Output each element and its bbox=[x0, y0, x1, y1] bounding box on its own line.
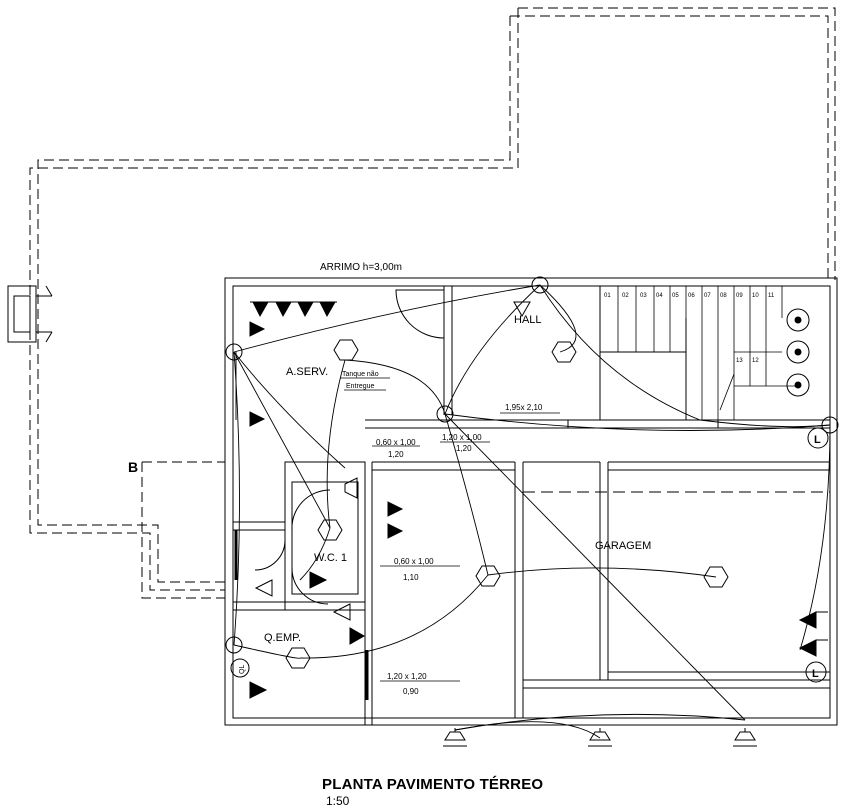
opening-sill-4: 1,10 bbox=[403, 573, 419, 582]
room-label-service: A.SERV. bbox=[286, 366, 328, 378]
stair-step-number: 08 bbox=[720, 293, 727, 299]
room-label-wc: W.C. 1 bbox=[314, 552, 347, 564]
opening-sill-2: 1,20 bbox=[456, 444, 472, 453]
external-box bbox=[7, 285, 53, 343]
stair-step-number: 10 bbox=[752, 293, 759, 299]
garage-dashed bbox=[522, 462, 831, 681]
room-label-hall: HALL bbox=[514, 314, 542, 326]
stair-step-number: 04 bbox=[656, 293, 663, 299]
outlet-hexagons bbox=[285, 339, 729, 669]
door-swings bbox=[254, 289, 445, 605]
opening-sill-1: 1,20 bbox=[388, 450, 404, 459]
drawing-title: PLANTA PAVIMENTO TÉRREO bbox=[322, 776, 544, 793]
opening-size-4: 0,60 x 1,00 bbox=[394, 557, 434, 566]
opening-size-3: 1,95x 2,10 bbox=[505, 403, 543, 412]
stair-step-number: 03 bbox=[640, 293, 647, 299]
stair-step-number: 05 bbox=[672, 293, 679, 299]
switch-circles bbox=[230, 427, 829, 683]
section-mark: B bbox=[128, 459, 138, 475]
room-label-q-emp: Q.EMP. bbox=[264, 632, 301, 644]
stair-treads bbox=[617, 286, 800, 420]
stair-step-number: 06 bbox=[688, 293, 695, 299]
wall-note: ARRIMO h=3,00m bbox=[320, 262, 402, 273]
switch-label-l-1: L bbox=[814, 434, 821, 446]
room-label-garage: GARAGEM bbox=[595, 540, 651, 552]
panel-label: QL bbox=[239, 665, 246, 674]
exterior-lamps bbox=[443, 728, 757, 747]
stair-step-numbers: 01 02 03 04 05 06 07 08 09 10 11 12 13 bbox=[604, 293, 775, 364]
opening-sill-5: 0,90 bbox=[403, 687, 419, 696]
opening-size-5: 1,20 x 1,20 bbox=[387, 672, 427, 681]
stair-step-number: 13 bbox=[736, 358, 743, 364]
wiring bbox=[233, 284, 831, 739]
tanque-note-line1: Tanque não bbox=[342, 371, 379, 378]
tanque-note-line2: Entregue bbox=[346, 383, 375, 390]
drawing-scale: 1:50 bbox=[326, 794, 350, 808]
window-underlines bbox=[340, 377, 560, 682]
stair-step-number: 09 bbox=[736, 293, 743, 299]
switch-triangles bbox=[249, 301, 828, 699]
stair-step-number: 11 bbox=[768, 293, 775, 299]
opening-size-1: 0,60 x 1,00 bbox=[376, 438, 416, 447]
stair-step-number: 01 bbox=[604, 293, 611, 299]
stair-step-number: 12 bbox=[752, 358, 759, 364]
light-points bbox=[225, 276, 839, 654]
opening-size-2: 1,20 x 1,00 bbox=[442, 433, 482, 442]
switch-label-l-2: L bbox=[812, 668, 819, 680]
stair-step-number: 02 bbox=[622, 293, 629, 299]
stair-step-number: 07 bbox=[704, 293, 711, 299]
terrain-outline bbox=[29, 7, 836, 599]
